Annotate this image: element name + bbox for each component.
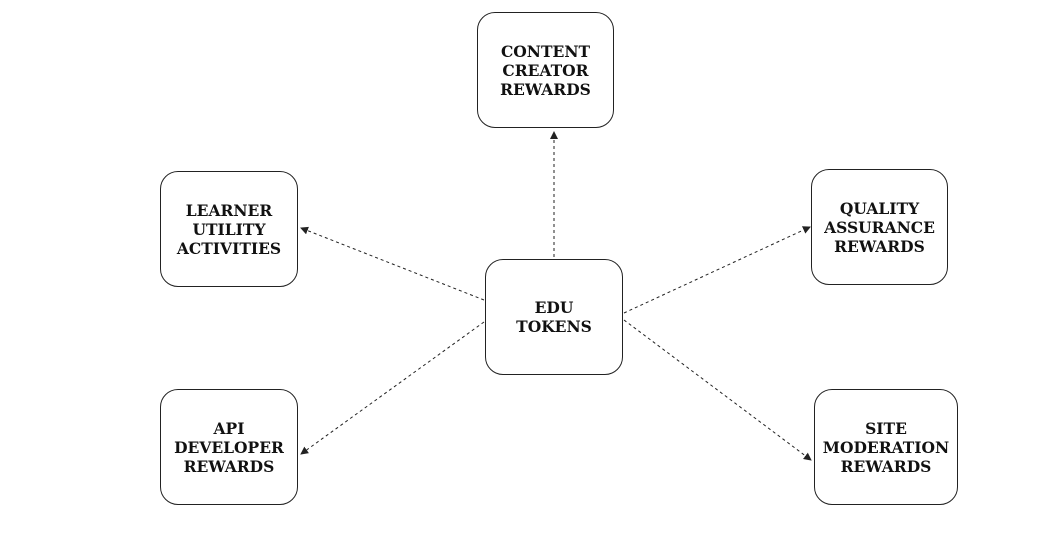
node-label-line: EDU: [534, 298, 574, 317]
edge-center-to-quality-assurance: [623, 226, 811, 314]
node-label-line: REWARDS: [834, 236, 925, 256]
node-label-line: SITE: [865, 418, 907, 438]
node-site-moderation-rewards-label: SITE MODERATION REWARDS: [823, 419, 949, 476]
node-label-line: REWARDS: [183, 456, 275, 476]
node-quality-assurance-rewards-label: QUALITY ASSURANCE REWARDS: [824, 199, 935, 256]
node-label-line: ASSURANCE: [824, 217, 935, 237]
node-label-line: TOKENS: [516, 317, 592, 336]
node-content-creator-rewards-label: CONTENT CREATOR REWARDS: [500, 42, 591, 99]
node-label-line: CONTENT: [500, 41, 591, 61]
node-label-line: REWARDS: [840, 456, 932, 476]
node-quality-assurance-rewards: QUALITY ASSURANCE REWARDS: [811, 169, 948, 285]
node-edu-tokens-label: EDU TOKENS: [516, 298, 592, 336]
node-label-line: API: [213, 418, 245, 438]
node-learner-utility-activities: LEARNER UTILITY ACTIVITIES: [160, 171, 298, 287]
node-label-line: REWARDS: [500, 79, 591, 99]
node-learner-utility-activities-label: LEARNER UTILITY ACTIVITIES: [177, 201, 281, 258]
node-edu-tokens: EDU TOKENS: [485, 259, 623, 375]
node-label-line: QUALITY: [839, 198, 920, 218]
node-label-line: CREATOR: [502, 60, 589, 80]
edge-center-to-api-developer: [300, 321, 485, 455]
node-label-line: LEARNER: [185, 200, 273, 220]
node-api-developer-rewards: API DEVELOPER REWARDS: [160, 389, 298, 505]
node-label-line: DEVELOPER: [174, 437, 284, 457]
node-api-developer-rewards-label: API DEVELOPER REWARDS: [174, 419, 284, 476]
node-site-moderation-rewards: SITE MODERATION REWARDS: [814, 389, 958, 505]
edge-center-to-site-moderation: [623, 319, 812, 461]
node-label-line: UTILITY: [192, 219, 266, 239]
edge-center-to-learner-utility: [300, 226, 485, 301]
node-label-line: ACTIVITIES: [176, 238, 282, 258]
node-label-line: MODERATION: [822, 437, 950, 457]
node-content-creator-rewards: CONTENT CREATOR REWARDS: [477, 12, 614, 128]
